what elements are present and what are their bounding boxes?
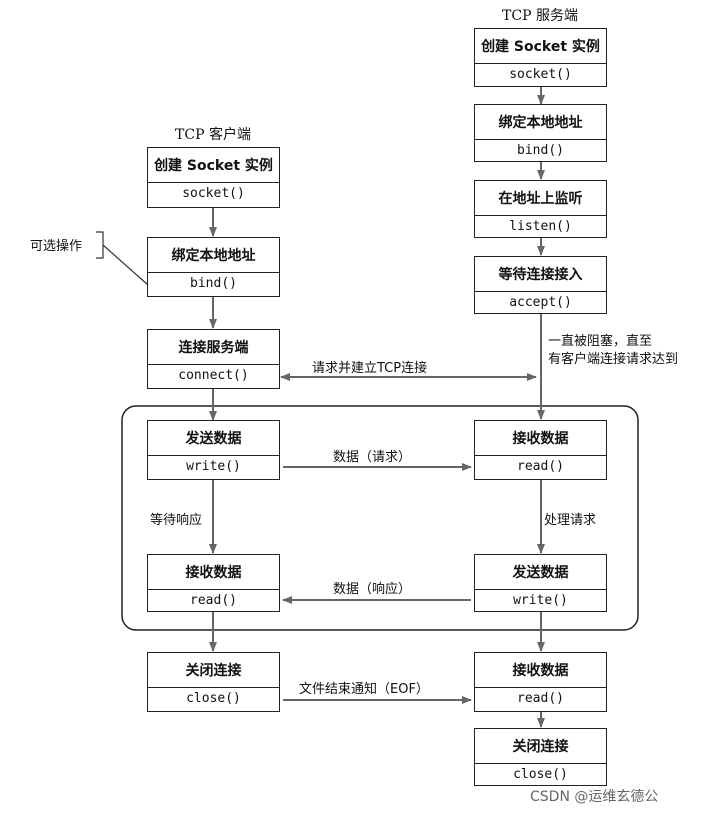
optional-operation-label: 可选操作 [30,239,83,254]
server-bind-fn: bind() [475,139,606,161]
process-request-label: 处理请求 [544,513,597,528]
server-close-label: 关闭连接 [512,739,569,755]
server-create-socket-box: 创建 Socket 实例 socket() [474,28,607,87]
client-connect-label: 连接服务端 [178,340,249,356]
client-read-fn: read() [148,589,279,611]
watermark: CSDN @运维玄德公 [530,789,659,805]
wait-response-label: 等待响应 [150,513,203,528]
client-bind-label: 绑定本地地址 [171,248,256,264]
eof-notice-label: 文件结束通知（EOF） [299,682,429,697]
server-listen-label: 在地址上监听 [498,191,583,207]
server-write-fn: write() [475,589,606,611]
server-accept-label: 等待连接接入 [498,267,583,283]
client-create-socket-box: 创建 Socket 实例 socket() [147,147,280,208]
server-listen-fn: listen() [475,215,606,237]
server-accept-box: 等待连接接入 accept() [474,256,607,314]
client-title: TCP 客户端 [175,127,251,143]
server-title: TCP 服务端 [502,8,578,24]
server-recv-eof-box: 接收数据 read() [474,652,607,712]
client-close-label: 关闭连接 [185,663,242,679]
server-bind-box: 绑定本地地址 bind() [474,104,607,162]
server-listen-box: 在地址上监听 listen() [474,180,607,238]
blocked-note-line1: 一直被阻塞，直至 [548,334,653,349]
data-request-label: 数据（请求） [333,450,412,465]
client-socket-fn: socket() [148,182,279,204]
data-exchange-region [121,405,639,631]
server-recv-box: 接收数据 read() [474,420,607,480]
server-send-label: 发送数据 [512,565,569,581]
optional-pointer [102,244,149,286]
optional-bracket [96,231,104,259]
server-bind-label: 绑定本地地址 [498,115,583,131]
server-recv-label: 接收数据 [512,431,569,447]
server-read-eof-fn: read() [475,687,606,709]
server-close-box: 关闭连接 close() [474,728,607,786]
client-send-label: 发送数据 [185,431,242,447]
client-bind-box: 绑定本地地址 bind() [147,237,280,297]
client-send-box: 发送数据 write() [147,420,280,480]
server-create-socket-label: 创建 Socket 实例 [481,39,600,55]
client-connect-fn: connect() [148,364,279,386]
client-recv-label: 接收数据 [185,565,242,581]
server-close-fn: close() [475,763,606,785]
client-close-box: 关闭连接 close() [147,652,280,712]
client-recv-box: 接收数据 read() [147,554,280,612]
server-recv-eof-label: 接收数据 [512,663,569,679]
server-socket-fn: socket() [475,63,606,85]
client-create-socket-label: 创建 Socket 实例 [154,158,273,174]
blocked-note-line2: 有客户端连接请求达到 [548,352,679,367]
connect-request-label: 请求并建立TCP连接 [312,361,428,376]
client-write-fn: write() [148,455,279,477]
server-accept-fn: accept() [475,291,606,313]
server-send-box: 发送数据 write() [474,554,607,612]
client-connect-box: 连接服务端 connect() [147,329,280,389]
server-read-fn: read() [475,455,606,477]
data-response-label: 数据（响应） [333,582,412,597]
client-close-fn: close() [148,687,279,709]
client-bind-fn: bind() [148,272,279,294]
